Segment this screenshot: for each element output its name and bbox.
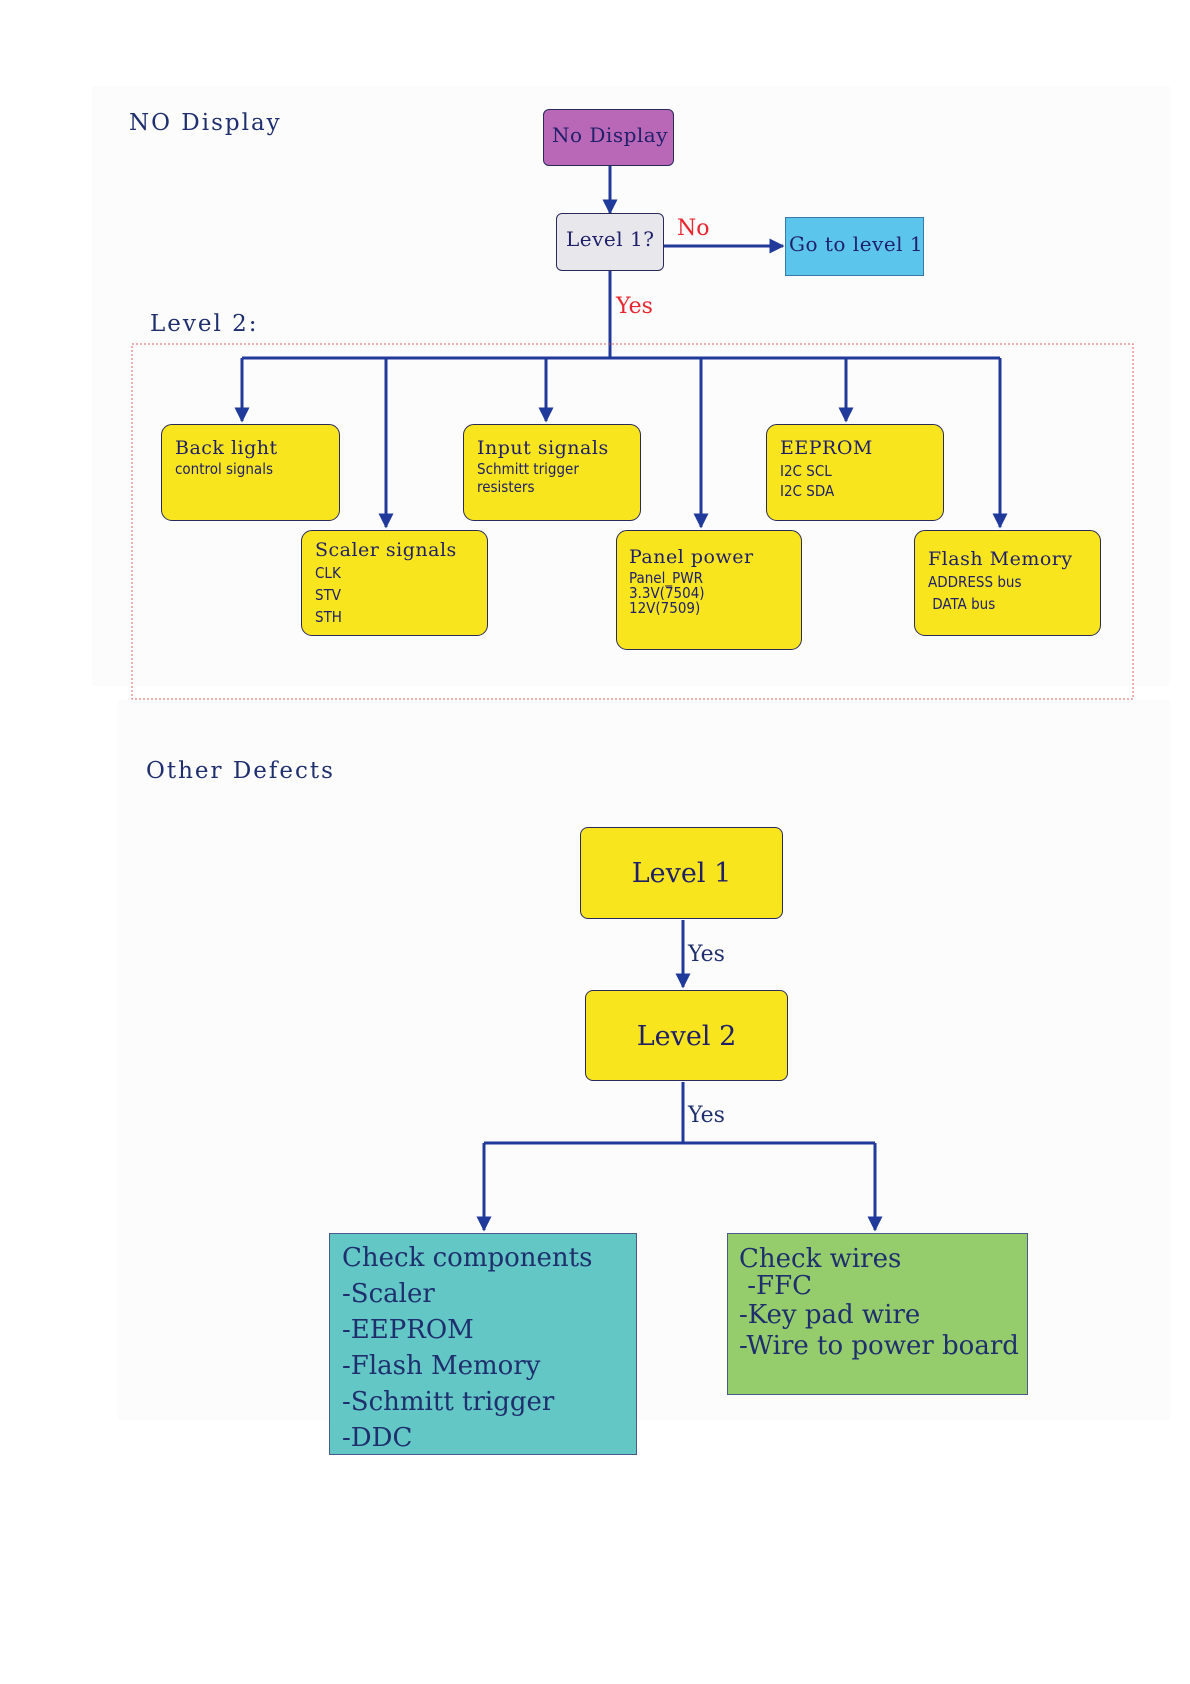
check-title: Input signals [477,437,609,459]
check-line: control signals [175,460,273,478]
level2-box: Level 2 [585,990,788,1081]
component-item: -Schmitt trigger [342,1387,555,1417]
level2-box-label: Level 2 [636,1021,737,1052]
wires-title: Check wires [739,1244,902,1274]
other-defects-heading: Other Defects [146,758,335,784]
check-line: 12V(7509) [629,599,701,617]
scaler-signals-box: Scaler signals CLK STV STH [301,530,488,636]
wire-item: -FFC [739,1271,813,1301]
check-title: EEPROM [780,437,873,459]
check-line: CLK [315,564,341,582]
check-line: 3.3V(7504) [629,584,705,602]
check-line: I2C SDA [780,482,835,500]
check-line: Schmitt trigger [477,460,579,478]
panel-power-box: Panel power Panel_PWR 3.3V(7504) 12V(750… [616,530,802,650]
check-line: ADDRESS bus [928,573,1022,591]
wire-item: -Key pad wire [739,1300,921,1330]
check-components-box: Check components -Scaler -EEPROM -Flash … [329,1233,637,1455]
component-item: -Flash Memory [342,1351,541,1381]
no-display-heading: NO Display [129,110,282,136]
components-title: Check components [342,1243,593,1273]
yes-label-1: Yes [688,942,725,967]
wire-item: -Wire to power board [739,1331,1019,1361]
component-item: -Scaler [342,1279,435,1309]
component-item: -DDC [342,1423,413,1453]
check-title: Scaler signals [315,539,457,561]
level2-heading: Level 2: [150,311,259,337]
check-title: Back light [175,437,278,459]
back-light-box: Back light control signals [161,424,340,521]
goto-box-label: Go to level 1 [789,232,924,256]
component-item: -EEPROM [342,1315,474,1345]
start-box-label: No Display [552,123,669,147]
decision-box-label: Level 1? [566,227,655,251]
check-line: STH [315,608,342,626]
level1-decision-box: Level 1? [556,213,664,271]
level1-box: Level 1 [580,827,783,919]
check-line: resisters [477,478,535,496]
no-label: No [677,216,710,241]
yes-label: Yes [616,294,653,319]
check-line: I2C SCL [780,462,832,480]
level2-region-border [131,343,1134,700]
check-line: DATA bus [928,595,996,613]
level1-box-label: Level 1 [631,858,732,889]
eeprom-box: EEPROM I2C SCL I2C SDA [766,424,944,521]
yes-label-2: Yes [688,1103,725,1128]
check-wires-box: Check wires -FFC -Key pad wire -Wire to … [727,1233,1028,1395]
check-title: Panel power [629,546,754,568]
input-signals-box: Input signals Schmitt trigger resisters [463,424,641,521]
no-display-start-box: No Display [543,109,674,166]
check-line: Panel_PWR [629,569,703,587]
flash-memory-box: Flash Memory ADDRESS bus DATA bus [914,530,1101,636]
check-title: Flash Memory [928,548,1073,570]
go-to-level1-box: Go to level 1 [785,217,924,276]
check-line: STV [315,586,342,604]
